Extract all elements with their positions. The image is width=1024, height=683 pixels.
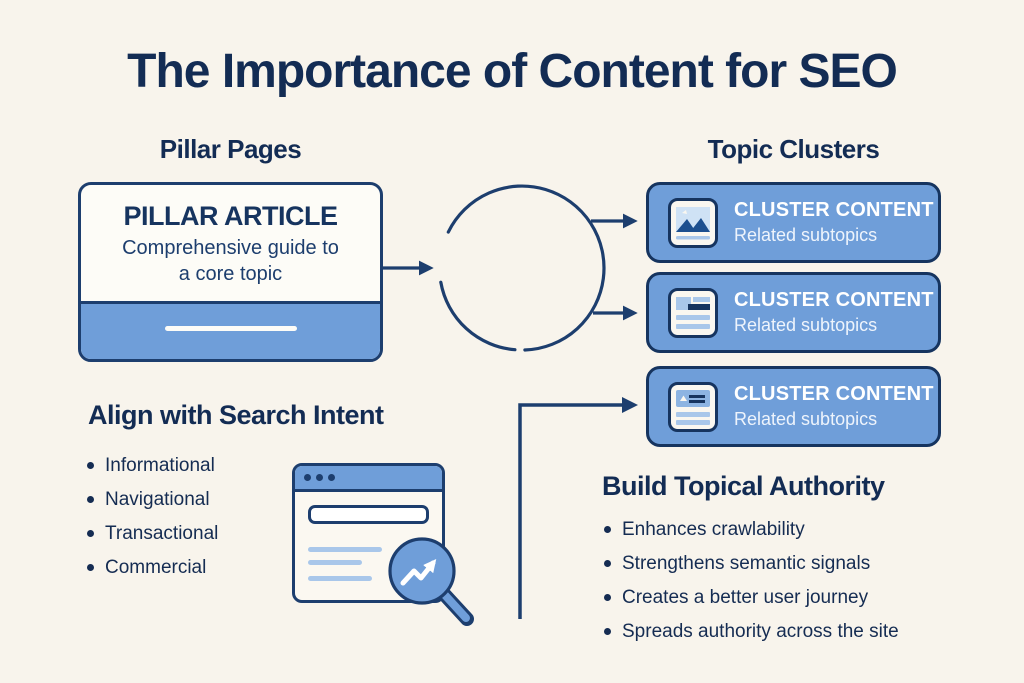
- bullet-icon: [604, 560, 611, 567]
- cluster-card-2: CLUSTER CONTENT Related subtopics: [646, 272, 941, 353]
- cluster-card-3: CLUSTER CONTENT Related subtopics: [646, 366, 941, 447]
- window-dot-icon: [316, 474, 323, 481]
- image-icon: [668, 197, 718, 248]
- text-line: [308, 547, 382, 552]
- list-item: Spreads authority across the site: [604, 621, 899, 642]
- list-item: Enhances crawlability: [604, 519, 899, 540]
- list-item: Informational: [87, 455, 218, 476]
- cluster-card-text: CLUSTER CONTENT Related subtopics: [734, 383, 934, 430]
- hub-circle: [446, 184, 606, 352]
- bullet-icon: [604, 594, 611, 601]
- bullet-icon: [87, 496, 94, 503]
- cluster-card-text: CLUSTER CONTENT Related subtopics: [734, 199, 934, 246]
- topic-clusters-heading: Topic Clusters: [707, 134, 880, 164]
- list-item-label: Commercial: [105, 557, 207, 578]
- pillar-pages-heading: Pillar Pages: [159, 134, 302, 164]
- pillar-article-card: PILLAR ARTICLE Comprehensive guide to a …: [78, 182, 383, 362]
- magnifier-trend-icon: [388, 537, 474, 626]
- list-item: Navigational: [87, 489, 218, 510]
- cluster-card-1: CLUSTER CONTENT Related subtopics: [646, 182, 941, 263]
- pillar-card-title: PILLAR ARTICLE: [123, 201, 338, 231]
- list-item-label: Creates a better user journey: [622, 587, 869, 608]
- topical-authority-list: Enhances crawlability Strengthens semant…: [604, 519, 899, 642]
- pillar-card-footer-line: [164, 326, 297, 331]
- list-item-label: Navigational: [105, 489, 210, 510]
- cluster-card-title: CLUSTER CONTENT: [734, 383, 934, 405]
- list-item-label: Informational: [105, 455, 215, 476]
- text-line: [308, 560, 362, 565]
- bullet-icon: [87, 564, 94, 571]
- list-item: Transactional: [87, 523, 218, 544]
- page-title: The Importance of Content for SEO: [127, 45, 898, 98]
- topical-authority-heading: Build Topical Authority: [602, 471, 885, 501]
- list-item: Strengthens semantic signals: [604, 553, 899, 574]
- text-line: [308, 576, 372, 581]
- cluster-card-text: CLUSTER CONTENT Related subtopics: [734, 289, 934, 336]
- list-item-label: Strengthens semantic signals: [622, 553, 871, 574]
- list-item-label: Enhances crawlability: [622, 519, 805, 540]
- search-intent-heading: Align with Search Intent: [88, 400, 384, 430]
- pillar-card-footer: [81, 301, 380, 359]
- pillar-card-body: PILLAR ARTICLE Comprehensive guide to a …: [81, 185, 380, 301]
- cluster-card-title: CLUSTER CONTENT: [734, 289, 934, 311]
- cluster-card-title: CLUSTER CONTENT: [734, 199, 934, 221]
- window-dot-icon: [328, 474, 335, 481]
- cluster-card-subtitle: Related subtopics: [734, 409, 878, 429]
- search-intent-list: Informational Navigational Transactional…: [87, 455, 218, 578]
- hub-circle-lower-arc: [439, 280, 517, 352]
- bullet-icon: [87, 530, 94, 537]
- cluster-card-subtitle: Related subtopics: [734, 225, 878, 245]
- article-icon: [668, 287, 718, 338]
- browser-titlebar: [295, 466, 442, 492]
- pillar-card-subtitle: Comprehensive guide to a core topic: [122, 237, 339, 285]
- search-bar-illustration: [308, 505, 429, 524]
- list-item-label: Spreads authority across the site: [622, 621, 899, 642]
- list-item-label: Transactional: [105, 523, 219, 544]
- list-item: Commercial: [87, 557, 218, 578]
- bullet-icon: [604, 526, 611, 533]
- window-dot-icon: [304, 474, 311, 481]
- cluster-card-subtitle: Related subtopics: [734, 315, 878, 335]
- list-item: Creates a better user journey: [604, 587, 899, 608]
- bullet-icon: [87, 462, 94, 469]
- bullet-icon: [604, 628, 611, 635]
- list-icon: [668, 381, 718, 432]
